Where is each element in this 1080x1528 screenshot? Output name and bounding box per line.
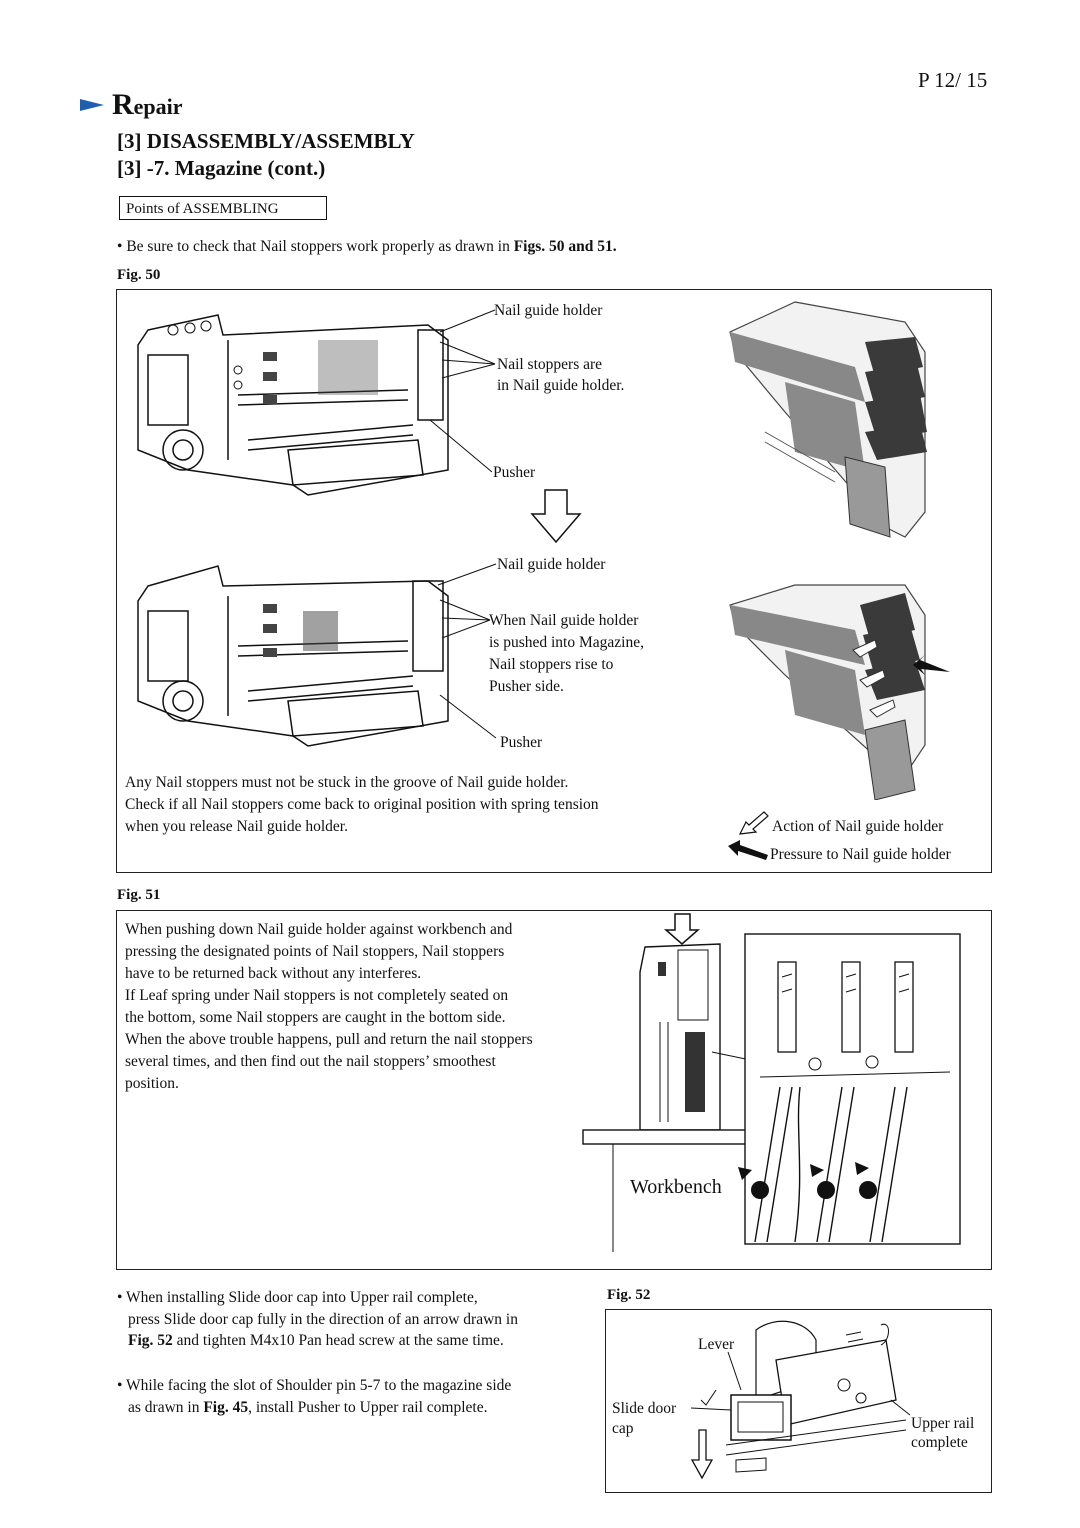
fig51-text-7: several times, and then find out the nai… xyxy=(125,1053,496,1070)
label-slide-door-1: Slide door xyxy=(612,1400,677,1417)
bullet-pusher: • While facing the slot of Shoulder pin … xyxy=(117,1377,512,1416)
heading-disassembly: [3] DISASSEMBLY/ASSEMBLY xyxy=(117,129,415,153)
page-number: P 12/ 15 xyxy=(918,68,988,92)
label-note-2: is pushed into Magazine, xyxy=(489,634,644,651)
nail-guide-render-top xyxy=(729,301,927,538)
fig52-label: Fig. 52 xyxy=(607,1287,651,1303)
section-title: Repair xyxy=(112,88,183,121)
fig51-frame xyxy=(116,910,992,1270)
fig51-text-4: If Leaf spring under Nail stoppers is no… xyxy=(125,987,509,1004)
label-upper-rail-1: Upper rail xyxy=(911,1415,975,1432)
fig50-caption-2: Check if all Nail stoppers come back to … xyxy=(125,796,599,813)
leader-lines-fig50 xyxy=(429,309,497,739)
fig51-text-2: pressing the designated points of Nail s… xyxy=(125,943,505,960)
fig50-caption-1: Any Nail stoppers must not be stuck in t… xyxy=(125,774,569,791)
fig50-frame xyxy=(116,289,992,873)
label-lever: Lever xyxy=(698,1336,735,1353)
label-upper-rail-2: complete xyxy=(911,1434,968,1451)
fig50-caption-3: when you release Nail guide holder. xyxy=(125,818,348,835)
fig52-frame xyxy=(605,1309,992,1493)
legend-pressure: Pressure to Nail guide holder xyxy=(770,846,951,863)
label-nail-guide-holder-bottom: Nail guide holder xyxy=(497,556,606,573)
points-box: Points of ASSEMBLING xyxy=(119,196,327,220)
legend-action: Action of Nail guide holder xyxy=(772,818,944,835)
label-stoppers-2: in Nail guide holder. xyxy=(497,377,625,394)
label-pusher-bottom: Pusher xyxy=(500,734,543,751)
label-note-1: When Nail guide holder xyxy=(489,612,639,629)
fig51-label: Fig. 51 xyxy=(117,887,161,903)
intro-text: • Be sure to check that Nail stoppers wo… xyxy=(117,238,617,255)
section-heading: Repair xyxy=(80,88,183,122)
nail-guide-render-bottom xyxy=(729,584,950,800)
fig51-text-1: When pushing down Nail guide holder agai… xyxy=(125,921,513,938)
pressure-arrow-icon xyxy=(728,840,768,860)
magazine-drawing-bottom xyxy=(137,565,449,747)
fig51-text-8: position. xyxy=(125,1075,179,1092)
fig50-label: Fig. 50 xyxy=(117,267,161,283)
label-stoppers-1: Nail stoppers are xyxy=(497,356,603,373)
label-slide-door-2: cap xyxy=(612,1420,634,1437)
workbench-label: Workbench xyxy=(630,1176,722,1198)
workbench-drawing xyxy=(582,913,961,1252)
label-note-3: Nail stoppers rise to xyxy=(489,656,614,673)
bullet-slide-door: • When installing Slide door cap into Up… xyxy=(117,1289,518,1349)
label-nail-guide-holder-top: Nail guide holder xyxy=(494,302,603,319)
label-note-4: Pusher side. xyxy=(489,678,564,695)
down-arrow-icon xyxy=(530,489,582,544)
fig51-text-3: have to be returned back without any int… xyxy=(125,965,422,982)
slide-door-drawing xyxy=(690,1320,911,1480)
fig51-text-6: When the above trouble happens, pull and… xyxy=(125,1031,533,1048)
arrow-icon xyxy=(80,99,104,111)
fig51-text-5: the bottom, some Nail stoppers are caugh… xyxy=(125,1009,506,1026)
heading-magazine: [3] -7. Magazine (cont.) xyxy=(117,156,326,180)
label-pusher-top: Pusher xyxy=(493,464,536,481)
action-arrow-icon xyxy=(738,811,769,835)
